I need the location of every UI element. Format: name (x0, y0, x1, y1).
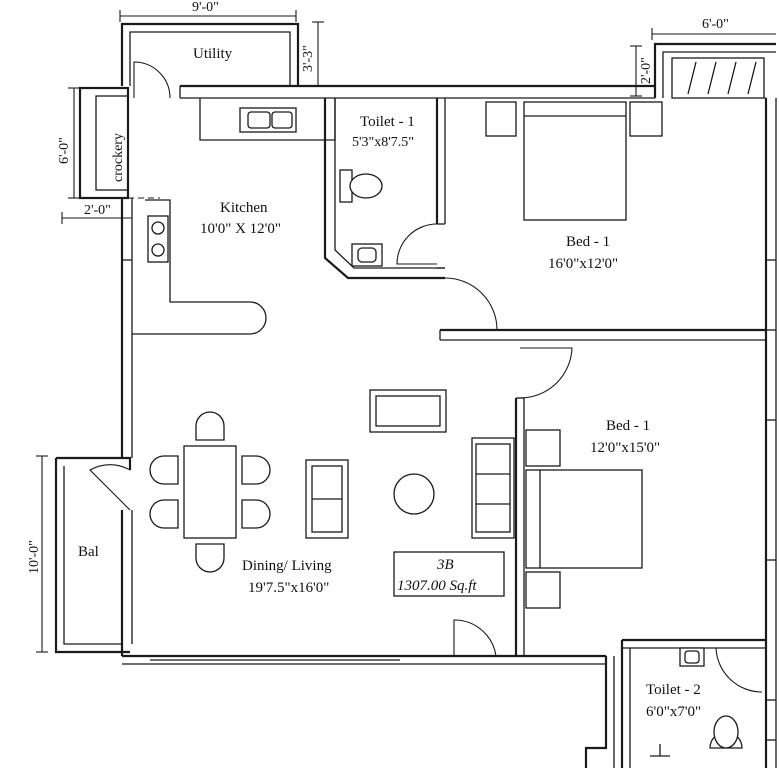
coffee-table-icon (393, 473, 435, 515)
utility-door (133, 61, 171, 99)
bed1-bottom-label: Bed - 1 (606, 418, 650, 434)
unit-area: 1307.00 Sq.ft (397, 578, 477, 594)
entry-door (453, 619, 497, 657)
dim-utility-width: 9'-0" (192, 0, 219, 15)
bed1-top-label: Bed - 1 (566, 234, 610, 250)
unit-name: 3B (436, 557, 454, 573)
bed1-top-size: 16'0"x12'0" (548, 256, 618, 272)
crockery-label: crockery (111, 133, 126, 182)
utility-label: Utility (193, 46, 233, 62)
toilet1-door (396, 223, 438, 265)
kitchen-label: Kitchen (220, 200, 268, 216)
dim-balcony-height: 10'-0" (27, 540, 42, 574)
fixtures (149, 57, 765, 757)
toilet-wc-icon (709, 715, 743, 749)
sofa-icon (471, 437, 515, 539)
bed-icon (525, 429, 643, 609)
dining-table-icon (149, 411, 271, 573)
doors (89, 61, 763, 693)
kitchen-size: 10'0" X 12'0" (200, 221, 281, 237)
sofa-icon (369, 389, 447, 433)
tap-icon (650, 744, 670, 757)
dim-utility-depth: 3'-3" (301, 45, 316, 72)
bed-icon (485, 101, 663, 221)
bed1-top-door (444, 277, 498, 331)
room-labels: Utility crockery Kitchen 10'0" X 12'0" T… (78, 46, 701, 720)
toilet2-size: 6'0"x7'0" (646, 704, 701, 720)
washbasin-icon (351, 243, 383, 267)
dining-size: 19'7.5"x16'0" (248, 580, 329, 596)
dim-right-balcony-width: 6'-0" (702, 17, 729, 32)
dining-label: Dining/ Living (242, 558, 332, 574)
bed1-bottom-size: 12'0"x15'0" (590, 440, 660, 456)
dim-right-balcony-depth: 2'-0" (639, 57, 654, 84)
toilet2-label: Toilet - 2 (646, 682, 701, 698)
bed2-door (519, 347, 573, 399)
dim-crockery-height: 6'-0" (57, 137, 72, 164)
balcony-label: Bal (78, 544, 99, 560)
stove-burner-icon (151, 243, 165, 257)
dim-crockery-depth: 2'-0" (84, 203, 111, 218)
toilet1-size: 5'3"x8'7.5" (352, 135, 414, 150)
dimension-labels: 9'-0" 3'-3" 6'-0" 2'-0" 6'-0" 2'-0" 10'-… (27, 0, 729, 574)
balcony-door (89, 464, 131, 511)
toilet-wc-icon (339, 169, 383, 203)
sofa-icon (305, 459, 349, 539)
toilet2-door (715, 647, 763, 693)
toilet1-label: Toilet - 1 (360, 114, 415, 130)
stove-burner-icon (151, 221, 165, 235)
washbasin-icon (679, 647, 705, 667)
unit-label-box (393, 551, 505, 597)
railing-icon (671, 57, 765, 99)
